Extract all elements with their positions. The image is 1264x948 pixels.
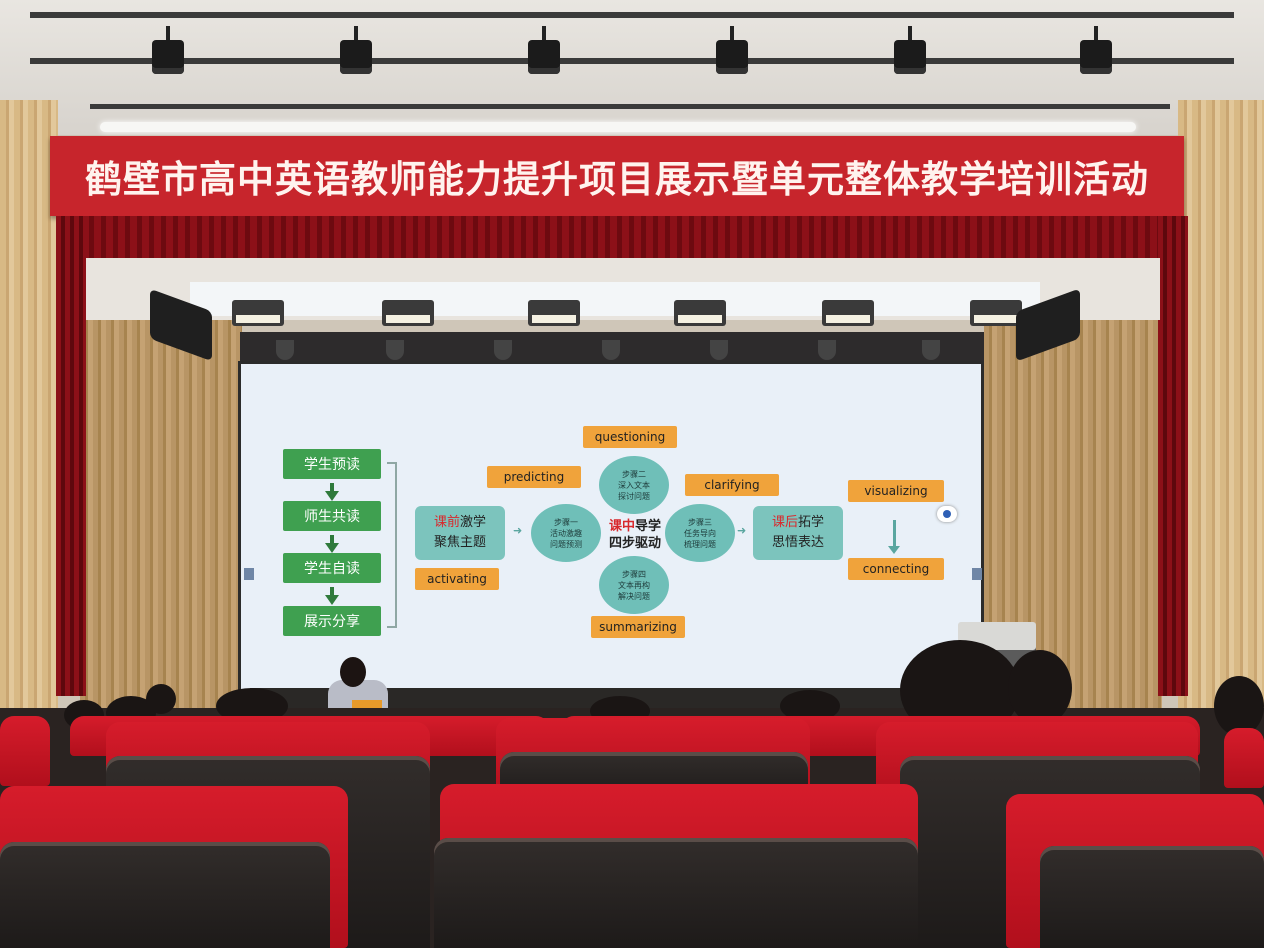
bracket bbox=[387, 462, 397, 628]
strategy-predicting: predicting bbox=[487, 466, 581, 488]
pre-class-highlight: 课前 bbox=[433, 515, 460, 530]
step4-line3: 解决问题 bbox=[618, 591, 650, 601]
stage-bulb bbox=[922, 340, 940, 360]
stage-bulb bbox=[710, 340, 728, 360]
strategy-questioning: questioning bbox=[583, 426, 677, 448]
light-bar bbox=[100, 122, 1136, 132]
step1-title: 步骤一 bbox=[554, 517, 578, 527]
stage-light bbox=[674, 300, 726, 326]
step-box: 学生预读 bbox=[283, 449, 381, 479]
step2-line3: 探讨问题 bbox=[618, 491, 650, 501]
down-arrow-icon bbox=[325, 483, 339, 501]
lighting-track bbox=[30, 58, 1234, 64]
seat-back bbox=[434, 838, 918, 948]
event-banner: 鹤壁市高中英语教师能力提升项目展示暨单元整体教学培训活动 bbox=[50, 136, 1184, 216]
post-class-line2: 思悟表达 bbox=[771, 535, 824, 550]
pre-class-line2: 聚焦主题 bbox=[433, 535, 486, 550]
lighting-track bbox=[90, 104, 1170, 109]
stage-curtain bbox=[58, 216, 1176, 260]
step2-circle: 步骤二 深入文本 探讨问题 bbox=[599, 456, 669, 514]
spotlight bbox=[892, 26, 928, 76]
post-class-highlight: 课后 bbox=[771, 515, 798, 530]
right-wall bbox=[1178, 100, 1264, 710]
right-arrow-icon: ➜ bbox=[513, 524, 523, 537]
nav-arrow-left-icon bbox=[244, 568, 254, 580]
stage-bulb bbox=[386, 340, 404, 360]
spotlight bbox=[1078, 26, 1114, 76]
down-arrow-shaft bbox=[893, 520, 896, 548]
audience-head bbox=[1008, 650, 1072, 726]
side-curtain-right bbox=[1158, 216, 1188, 696]
down-arrow-icon bbox=[325, 535, 339, 553]
step4-title: 步骤四 bbox=[622, 569, 646, 579]
post-class-box: 课后拓学 思悟表达 bbox=[753, 506, 843, 560]
nameplate bbox=[352, 700, 382, 710]
stage-bulb bbox=[818, 340, 836, 360]
lighting-track bbox=[30, 12, 1234, 18]
seat bbox=[0, 716, 50, 786]
step3-line2: 任务导向 bbox=[684, 528, 716, 538]
step-box: 展示分享 bbox=[283, 606, 381, 636]
step3-title: 步骤三 bbox=[688, 517, 712, 527]
step3-line3: 梳理问题 bbox=[684, 539, 716, 549]
stage-light bbox=[822, 300, 874, 326]
stage-bulb bbox=[494, 340, 512, 360]
strategy-activating: activating bbox=[415, 568, 499, 590]
pre-class-rest: 激学 bbox=[460, 515, 487, 530]
side-curtain-left bbox=[56, 216, 86, 696]
spotlight bbox=[150, 26, 186, 76]
pre-class-box: 课前激学 聚焦主题 bbox=[415, 506, 505, 560]
step-box: 学生自读 bbox=[283, 553, 381, 583]
strategy-visualizing: visualizing bbox=[848, 480, 944, 502]
seat-back bbox=[1040, 846, 1264, 948]
banner-text: 鹤壁市高中英语教师能力提升项目展示暨单元整体教学培训活动 bbox=[85, 157, 1149, 201]
stage-skylight bbox=[190, 282, 1040, 316]
step-box: 师生共读 bbox=[283, 501, 381, 531]
step4-line2: 文本再构 bbox=[618, 580, 650, 590]
ceiling bbox=[0, 0, 1264, 135]
step1-circle: 步骤一 活动激趣 问题预测 bbox=[531, 504, 601, 562]
spotlight bbox=[338, 26, 374, 76]
stage-wall-left bbox=[80, 320, 242, 710]
spotlight bbox=[526, 26, 562, 76]
stage-bulb bbox=[602, 340, 620, 360]
center-label: 课中导学 四步驱动 bbox=[595, 518, 675, 552]
right-arrow-icon: ➜ bbox=[737, 524, 747, 537]
step3-circle: 步骤三 任务导向 梳理问题 bbox=[665, 504, 735, 562]
stage-light bbox=[970, 300, 1022, 326]
left-wall bbox=[0, 100, 58, 710]
center-rest: 导学 bbox=[635, 519, 662, 534]
strategy-clarifying: clarifying bbox=[685, 474, 779, 496]
center-line2: 四步驱动 bbox=[608, 536, 661, 551]
strategy-summarizing: summarizing bbox=[591, 616, 685, 638]
eye-icon bbox=[937, 506, 957, 522]
speaker-head bbox=[340, 657, 366, 687]
stage-light bbox=[232, 300, 284, 326]
projection-screen: 学生预读 师生共读 学生自读 展示分享 课前激学 聚焦主题 ➜ 步骤一 活动激趣… bbox=[241, 364, 981, 690]
step2-line2: 深入文本 bbox=[618, 480, 650, 490]
stage-light bbox=[382, 300, 434, 326]
post-class-rest: 拓学 bbox=[798, 515, 825, 530]
center-highlight: 课中 bbox=[608, 519, 635, 534]
down-arrow-icon bbox=[888, 546, 900, 554]
step2-title: 步骤二 bbox=[622, 469, 646, 479]
nav-arrow-right-icon bbox=[972, 568, 982, 580]
strategy-connecting: connecting bbox=[848, 558, 944, 580]
stage-bulb bbox=[276, 340, 294, 360]
audience-head bbox=[146, 684, 176, 714]
step1-line2: 活动激趣 bbox=[550, 528, 582, 538]
seat-back bbox=[0, 842, 330, 948]
spotlight bbox=[714, 26, 750, 76]
step1-line3: 问题预测 bbox=[550, 539, 582, 549]
down-arrow-icon bbox=[325, 587, 339, 605]
stage-light bbox=[528, 300, 580, 326]
audience-head bbox=[1214, 676, 1264, 736]
step4-circle: 步骤四 文本再构 解决问题 bbox=[599, 556, 669, 614]
seat bbox=[1224, 728, 1264, 788]
